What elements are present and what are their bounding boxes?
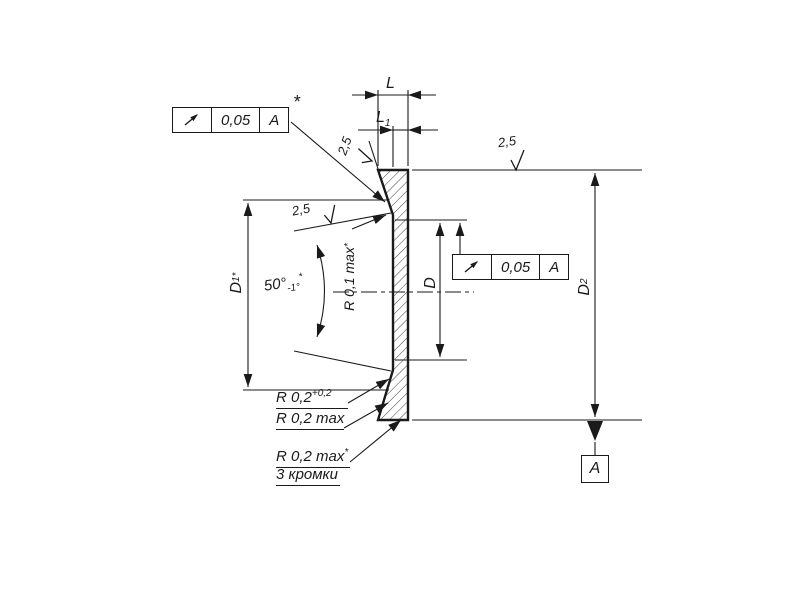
feature-control-frame-right: 0,05 A	[452, 254, 570, 280]
dim-L-label: L	[386, 75, 395, 92]
leader-lines	[290, 121, 465, 463]
radius-callout-r02-max: R 0,2 max	[276, 410, 345, 430]
feature-control-frame-top: 0,05 A	[172, 107, 290, 133]
dim-L1-label: L1	[376, 109, 391, 130]
runout-symbol-cell	[453, 255, 492, 279]
radius-note-r01: R 0,1 max*	[341, 243, 357, 311]
roughness-check-icon-right	[510, 149, 525, 172]
angle-label: 50°-1°*	[262, 271, 304, 295]
asterisk-mark: *	[293, 92, 301, 112]
runout-symbol-cell	[173, 108, 212, 132]
radius-callout-r02-tol: R 0,2+0,2	[276, 385, 348, 409]
roughness-check-icon-cone-edge	[357, 148, 374, 164]
part-section-hatched	[376, 168, 410, 422]
dimension-lines	[243, 90, 642, 455]
runout-arrow-icon	[464, 261, 478, 273]
datum-reference: A	[549, 258, 560, 276]
roughness-check-icon-cone-face	[323, 204, 336, 225]
datum-triangle-icon	[587, 421, 603, 441]
roughness-value-right-face: 2,5	[496, 132, 517, 151]
tolerance-value: 0,05	[492, 255, 541, 279]
runout-arrow-icon	[184, 114, 198, 126]
roughness-marks	[323, 148, 525, 225]
dim-D-label: D	[422, 277, 439, 289]
roughness-value-cone-face: 2,5	[290, 200, 312, 219]
datum-label-box: A	[581, 455, 609, 483]
radius-callout-r02-max-star: R 0,2 max*	[276, 444, 350, 468]
radius-callout-edges-note: 3 кромки	[276, 466, 340, 486]
datum-reference: A	[269, 111, 280, 129]
tolerance-value: 0,05	[212, 108, 261, 132]
